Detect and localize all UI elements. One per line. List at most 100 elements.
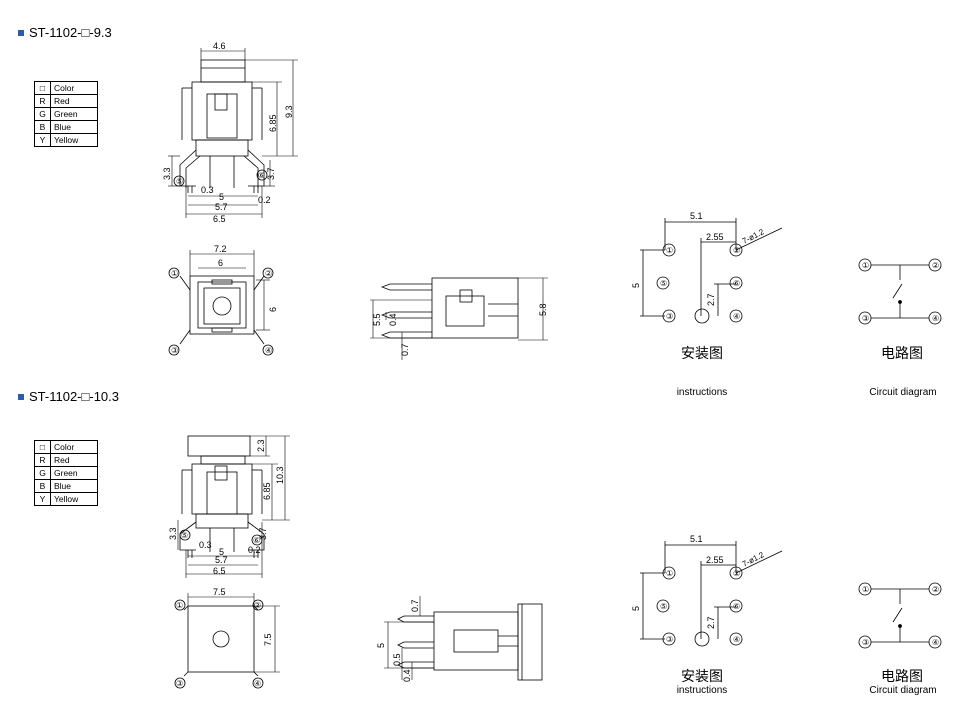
bullet-square-icon xyxy=(18,29,24,36)
inst-pin-2: ② xyxy=(733,246,740,255)
inst-hole-spec: 7-ø1.2 xyxy=(741,227,766,246)
s2-dim-7-5-a: 7.5 xyxy=(213,587,226,597)
s1-front-dimlines xyxy=(168,48,298,218)
s2-inst-dim-5-1: 5.1 xyxy=(690,534,703,544)
dim-0-7: 0.7 xyxy=(400,343,410,356)
dim-6-5: 6.5 xyxy=(213,214,226,224)
dim-6-a: 6 xyxy=(218,258,223,268)
inst-pin-1: ① xyxy=(666,246,673,255)
bullet-square-icon xyxy=(18,393,24,400)
s2-dim-5-7: 5.7 xyxy=(215,555,228,565)
s2-inst-pin-1: ① xyxy=(666,569,673,578)
circuit-caption-en-2: Circuit diagram xyxy=(869,685,937,696)
s2-pin-1-label: ① xyxy=(176,601,183,610)
circ-pin-4: ④ xyxy=(932,314,939,323)
dim-3-3: 3.3 xyxy=(162,167,172,180)
s2-dim-0-2: 0.2 xyxy=(248,545,261,555)
s1-circuit xyxy=(858,258,942,325)
s1-install xyxy=(640,218,783,324)
s2-inst-pin-5: ⑤ xyxy=(660,602,667,611)
s1-side-view xyxy=(380,277,519,339)
circuit-caption-en-1: Circuit diagram xyxy=(869,387,937,398)
s2-inst-pin-2: ② xyxy=(733,569,740,578)
s2-front-view xyxy=(179,435,265,558)
s2-dim-5: 5 xyxy=(219,547,224,557)
s2-circ-pin-3: ③ xyxy=(862,638,869,647)
s2-pin-2-label: ② xyxy=(254,601,261,610)
dim-5-5: 5.5 xyxy=(372,313,382,326)
inst-pin-4: ④ xyxy=(733,312,740,321)
s1-top-dimlines xyxy=(189,250,270,331)
section2-title: ST-1102-□-10.3 xyxy=(18,389,119,404)
s1-front-view xyxy=(179,59,265,193)
s2-pin-4-label: ④ xyxy=(254,679,261,688)
pin-6-label: ⑥ xyxy=(258,171,265,180)
s2-dim-3-3: 3.3 xyxy=(168,527,178,540)
inst-dim-2-55: 2.55 xyxy=(706,232,724,242)
s2-inst-hole-spec: 7-ø1.2 xyxy=(741,550,766,569)
dim-0-2: 0.2 xyxy=(258,195,271,205)
circuit-caption-cn-1: 电路图 xyxy=(881,345,923,361)
section1-title: ST-1102-□-9.3 xyxy=(18,25,112,40)
s2-pin-5-label: ⑤ xyxy=(181,531,188,540)
s2-dim-0-7: 0.7 xyxy=(410,599,420,612)
dim-7-2: 7.2 xyxy=(214,244,227,254)
s1-side-dimlines xyxy=(370,277,548,360)
install-caption-en-2: instructions xyxy=(676,685,728,696)
pin-2-label: ② xyxy=(265,269,272,278)
dim-3-7: 3.7 xyxy=(266,167,276,180)
install-caption-cn-1: 安装图 xyxy=(681,345,723,361)
dim-6-85: 6.85 xyxy=(268,114,278,132)
s2-inst-pin-3: ③ xyxy=(666,635,673,644)
s2-dim-10-3: 10.3 xyxy=(275,466,285,484)
s2-install xyxy=(640,541,783,647)
dim-0-4: 0.4 xyxy=(388,313,398,326)
s1-top-view xyxy=(168,267,274,356)
s2-dim-7-5-b: 7.5 xyxy=(263,633,273,646)
s2-side-view xyxy=(397,603,543,681)
s2-dim-6-85: 6.85 xyxy=(262,482,272,500)
s1-pin-circles xyxy=(173,169,268,187)
inst-pin-3: ③ xyxy=(666,312,673,321)
s2-front-dimlines xyxy=(177,435,290,578)
s2-dim-0-5: 0.5 xyxy=(392,653,402,666)
pin-5-label: ⑤ xyxy=(176,177,183,186)
inst-pin-5: ⑤ xyxy=(660,279,667,288)
s2-inst-dim-2-55: 2.55 xyxy=(706,555,724,565)
pin-3-label: ③ xyxy=(171,346,178,355)
s2-dim-3-7: 3.7 xyxy=(258,527,268,540)
dim-4-6: 4.6 xyxy=(213,41,226,51)
install-caption-cn-2: 安装图 xyxy=(681,668,723,684)
s2-circ-pin-2: ② xyxy=(932,585,939,594)
pin-4-label: ④ xyxy=(265,346,272,355)
circ-pin-1: ① xyxy=(862,261,869,270)
s2-inst-pin-4: ④ xyxy=(733,635,740,644)
s2-dim-0-4: 0.4 xyxy=(402,669,412,682)
dim-6-b: 6 xyxy=(268,307,278,312)
dim-5-8: 5.8 xyxy=(538,303,548,316)
pin-1-label: ① xyxy=(171,269,178,278)
s2-inst-pin-6: ⑥ xyxy=(733,602,740,611)
s2-side-dimlines xyxy=(384,596,434,680)
dim-5: 5 xyxy=(219,192,224,202)
s2-dim-6-5: 6.5 xyxy=(213,566,226,576)
s2-dim-0-3: 0.3 xyxy=(199,540,212,550)
s2-dim-5-side: 5 xyxy=(376,643,386,648)
circuit-caption-cn-2: 电路图 xyxy=(881,668,923,684)
install-caption-en-1: instructions xyxy=(676,387,728,398)
s2-circuit xyxy=(858,582,942,649)
s2-pin-3-label: ③ xyxy=(176,679,183,688)
s2-top-dimlines xyxy=(187,593,280,673)
s2-circ-pin-1: ① xyxy=(862,585,869,594)
s2-circ-pin-4: ④ xyxy=(932,638,939,647)
s2-inst-dim-5: 5 xyxy=(631,606,641,611)
inst-dim-2-7: 2.7 xyxy=(706,293,716,306)
s2-top-view xyxy=(174,599,264,689)
circ-pin-3: ③ xyxy=(862,314,869,323)
inst-dim-5: 5 xyxy=(631,283,641,288)
s2-inst-dim-2-7: 2.7 xyxy=(706,616,716,629)
dim-0-3: 0.3 xyxy=(201,185,214,195)
